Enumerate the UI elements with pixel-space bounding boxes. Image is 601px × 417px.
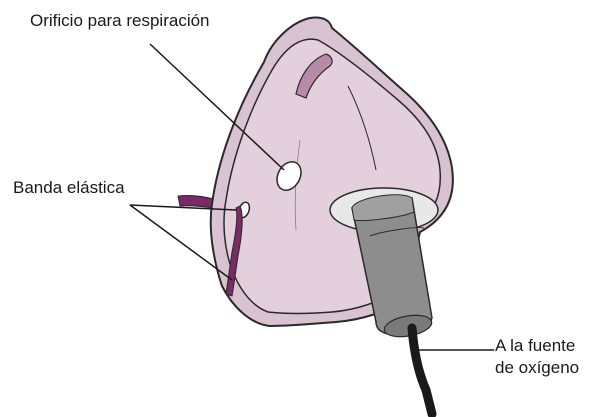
label-elastic-band: Banda elástica: [13, 178, 125, 198]
label-oxygen-source: A la fuente de oxígeno: [495, 335, 579, 379]
label-oxygen-source-line1: A la fuente: [495, 335, 579, 357]
label-breath-hole: Orificio para respiración: [30, 11, 210, 31]
label-oxygen-source-line2: de oxígeno: [495, 357, 579, 379]
oxygen-hose: [412, 328, 432, 414]
